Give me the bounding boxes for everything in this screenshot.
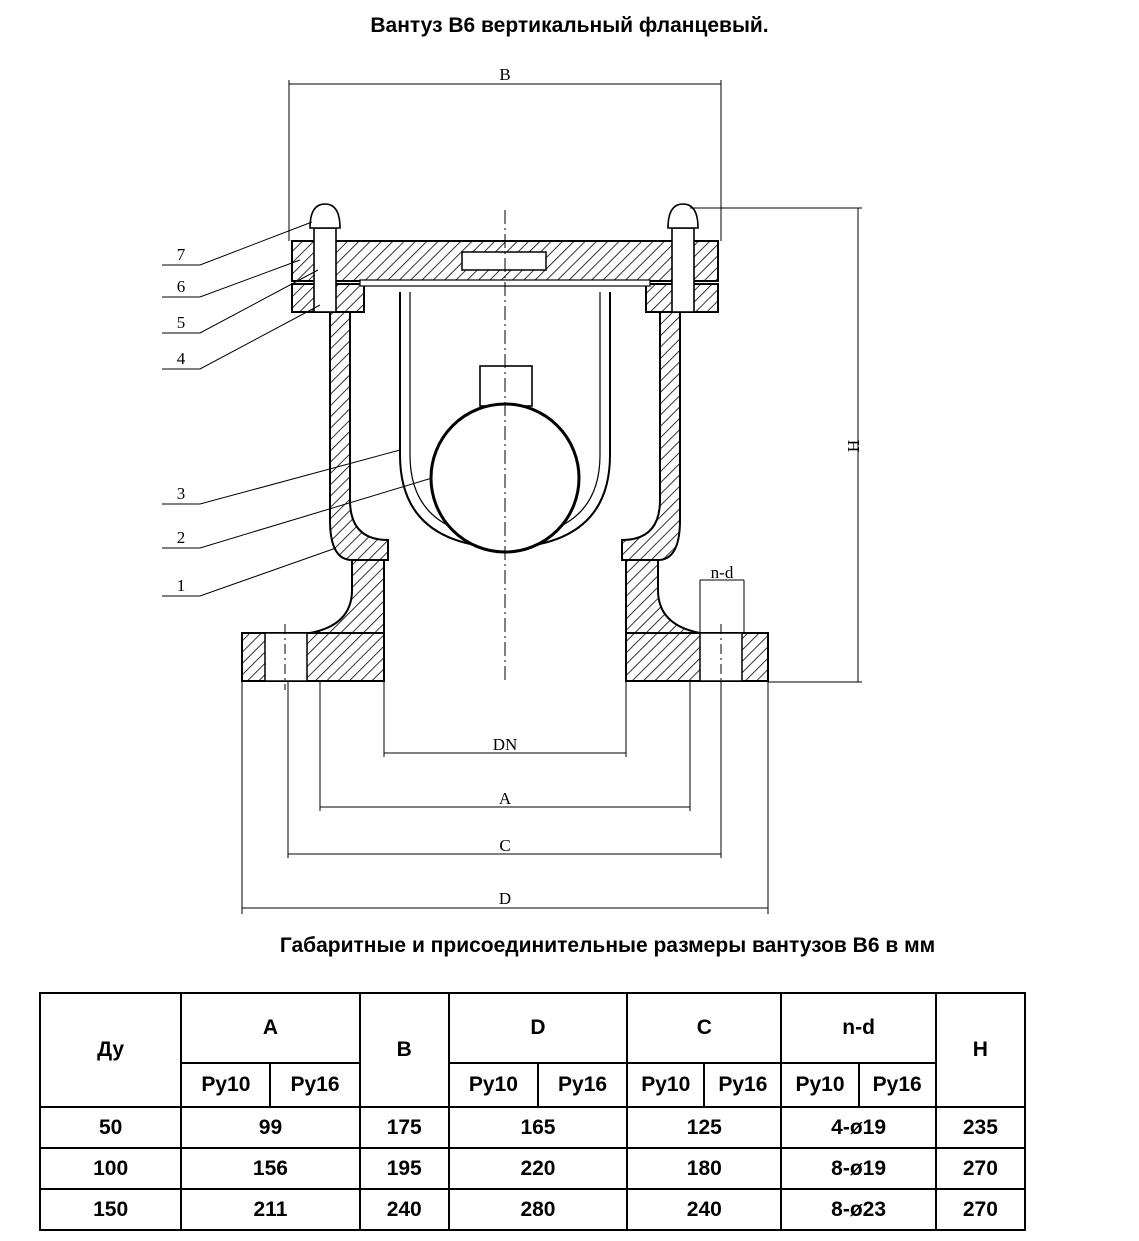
cell-du: 50	[38, 1106, 183, 1149]
callout-1: 1	[177, 576, 186, 595]
cap-nut-left	[309, 203, 341, 229]
callout-4: 4	[177, 349, 186, 368]
cell-c: 240	[626, 1188, 783, 1231]
subheader-d-py10: Ру10	[447, 1062, 539, 1108]
dim-label-h: H	[844, 440, 863, 452]
dim-label-d: D	[499, 889, 511, 908]
table-row: 100 156 195 220 180 8-ø19 270	[38, 1147, 1027, 1190]
cell-a: 156	[180, 1147, 361, 1190]
cell-a: 99	[180, 1106, 361, 1149]
subheader-nd-py10: Ру10	[780, 1062, 860, 1108]
callout-5: 5	[177, 313, 186, 332]
drawing-title: Вантуз В6 вертикальный фланцевый.	[370, 14, 769, 37]
cell-c: 180	[626, 1147, 783, 1190]
bolt-right	[671, 227, 695, 313]
dim-label-b: B	[499, 65, 510, 84]
cell-b: 175	[358, 1106, 450, 1149]
subheader-nd-py16: Ру16	[857, 1062, 937, 1108]
cell-nd: 8-ø19	[780, 1147, 937, 1190]
body-wall-right	[621, 311, 681, 561]
callout-6: 6	[177, 277, 186, 296]
callout-7: 7	[177, 245, 186, 264]
header-c: C	[626, 992, 783, 1064]
table-row: 50 99 175 165 125 4-ø19 235	[38, 1106, 1027, 1149]
header-du: Ду	[38, 992, 183, 1108]
cell-d: 280	[447, 1188, 629, 1231]
header-d: D	[447, 992, 629, 1064]
cell-a: 211	[180, 1188, 361, 1231]
subheader-a-py16: Ру16	[269, 1062, 361, 1108]
dim-label-dn: DN	[493, 735, 518, 754]
flange-bolt-hole-left	[264, 632, 308, 682]
subheader-c-py16: Ру16	[703, 1062, 783, 1108]
cell-b: 240	[358, 1188, 450, 1231]
cover-vent-opening	[461, 251, 547, 271]
table-row: 150 211 240 280 240 8-ø23 270	[38, 1188, 1027, 1231]
cap-nut-right	[667, 203, 699, 229]
float-stem	[479, 365, 533, 407]
header-a: A	[180, 992, 361, 1064]
valve-drawing: B H n-d DN A C D 7 6 5 4 3 2 1	[162, 65, 863, 914]
subheader-c-py10: Ру10	[626, 1062, 706, 1108]
cell-b: 195	[358, 1147, 450, 1190]
cell-du: 150	[38, 1188, 183, 1231]
cell-d: 220	[447, 1147, 629, 1190]
cell-du: 100	[38, 1147, 183, 1190]
callout-2: 2	[177, 528, 186, 547]
header-h: H	[934, 992, 1027, 1108]
callout-3: 3	[177, 484, 186, 503]
cell-nd: 8-ø23	[780, 1188, 937, 1231]
dimensions-table: Ду A B D C n-d H Ру10 Ру16 Ру10 Ру16 Ру1…	[38, 992, 1027, 1231]
cell-nd: 4-ø19	[780, 1106, 937, 1149]
table-title: Габаритные и присоединительные размеры в…	[279, 934, 936, 957]
subheader-d-py16: Ру16	[536, 1062, 629, 1108]
cell-h: 270	[934, 1147, 1027, 1190]
cell-h: 270	[934, 1188, 1027, 1231]
header-nd: n-d	[780, 992, 937, 1064]
header-b: B	[358, 992, 450, 1108]
cell-d: 165	[447, 1106, 629, 1149]
subheader-a-py10: Ру10	[180, 1062, 272, 1108]
dim-label-a: A	[499, 789, 512, 808]
dim-label-nd: n-d	[711, 563, 734, 582]
cell-h: 235	[934, 1106, 1027, 1149]
base-flange-left	[241, 632, 385, 682]
callout-leaders	[162, 221, 433, 597]
cell-c: 125	[626, 1106, 783, 1149]
body-wall-left	[329, 311, 389, 561]
body-neck-left	[309, 539, 385, 634]
base-flange-right	[625, 632, 769, 682]
dim-label-c: C	[499, 836, 510, 855]
